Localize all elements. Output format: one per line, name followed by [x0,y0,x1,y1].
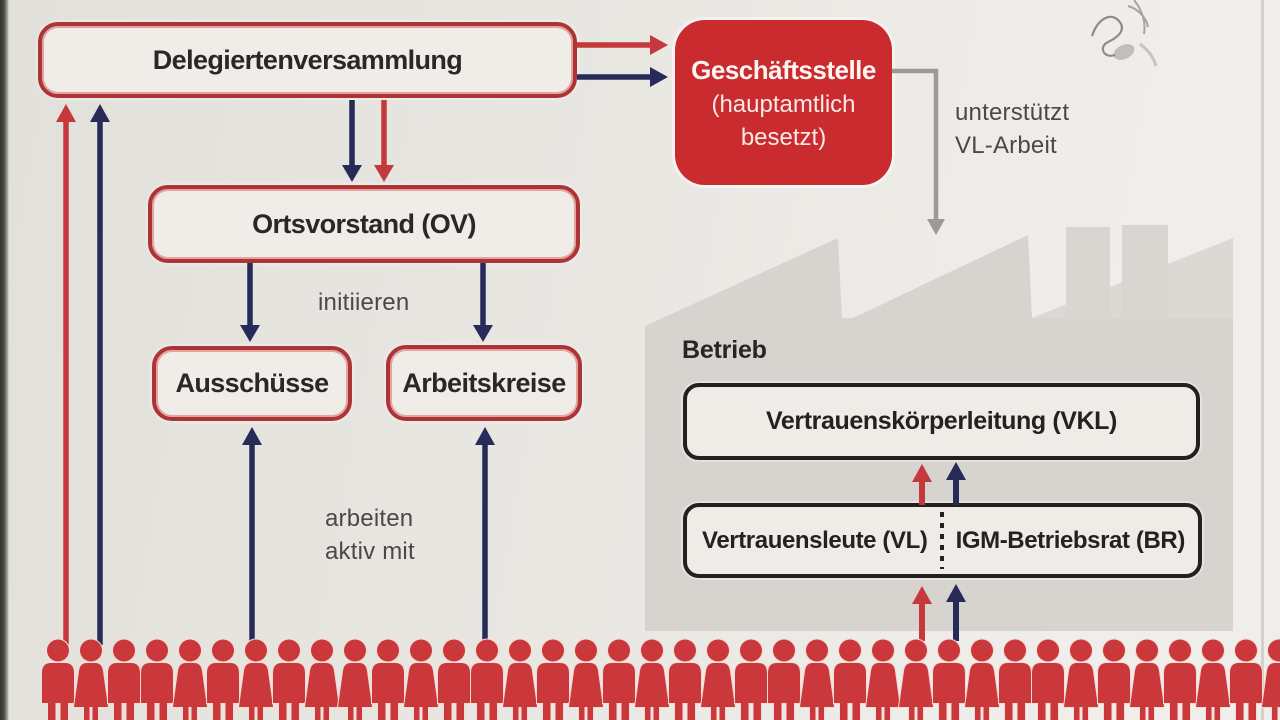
photo-right-band [1233,0,1280,720]
delegiertenversammlung-label: Delegiertenversammlung [152,44,463,75]
member-icon [238,638,274,720]
member-icon [107,638,141,720]
geschaeftsstelle-sub2: besetzt) [740,123,827,151]
factory-back-roof [1032,238,1233,318]
annotation-initiieren: initiieren [318,289,410,316]
geschaeftsstelle-sub1: (hauptamtlich [711,90,856,118]
member-icon [172,638,208,720]
member-icon [833,638,867,720]
photo-right-edge-line [1261,0,1264,720]
unterstuetzt-line2: VL-Arbeit [955,132,1057,159]
betrieb-label: Betrieb [682,336,767,364]
member-icon [1031,638,1065,720]
member-icon [1129,638,1165,720]
arbeiten-line2: aktiv mit [325,538,415,565]
arrow-delegierten-to-ortsvorstand-red [374,100,394,182]
arrow-ortsvorstand-to-ausschuesse [240,263,260,342]
member-icon [865,638,901,720]
arbeiten-line1: arbeiten [325,505,414,532]
vkl-box: Vertrauenskörperleitung (VKL) [683,383,1200,460]
arrow-members-to-vl-blue [946,584,966,641]
arrow-members-to-arbeitskreise [475,427,495,642]
arrow-delegierten-to-ortsvorstand-blue [342,100,362,182]
annotation-arbeiten: arbeiten aktiv mit [325,502,415,568]
member-icon [700,638,736,720]
geschaeftsstelle-box: Geschäftsstelle (hauptamtlich besetzt) [675,20,892,185]
arrow-geschaeftsstelle-to-betrieb-gray [892,68,945,235]
arrow-vl-to-vkl-blue [946,462,966,505]
member-icon [734,638,768,720]
factory-chimney-left [1066,227,1110,320]
member-icon [932,638,966,720]
ausschuesse-box: Ausschüsse [152,346,352,421]
member-icon [964,638,1000,720]
member-icon [536,638,570,720]
member-icon [437,638,471,720]
member-icon [337,638,373,720]
member-icon [767,638,801,720]
member-icon [668,638,702,720]
member-icon [1163,638,1197,720]
vl-cell: Vertrauensleute (VL) [687,507,943,574]
member-icon [371,638,405,720]
delegiertenversammlung-box: Delegiertenversammlung [38,22,577,98]
photo-left-edge [0,0,9,720]
arrow-delegierten-to-geschaeftsstelle-blue [577,67,668,87]
arrow-members-to-delegierten-blue [90,104,110,645]
arrow-ortsvorstand-to-arbeitskreise [473,263,493,342]
arrow-members-to-delegierten-red [56,104,76,645]
br-label: IGM-Betriebsrat (BR) [955,526,1186,554]
member-icon [41,638,75,720]
member-icon [470,638,504,720]
vl-br-divider [940,512,944,569]
ausschuesse-label: Ausschüsse [175,368,329,398]
member-icon [898,638,934,720]
member-icon [568,638,604,720]
arrow-members-to-vl-red [912,586,932,641]
br-cell: IGM-Betriebsrat (BR) [943,507,1199,574]
member-icon [73,638,109,720]
arrow-vl-to-vkl-red [912,464,932,505]
member-icon [272,638,306,720]
member-icon [1063,638,1099,720]
member-icon [799,638,835,720]
member-icon [1097,638,1131,720]
member-icon [403,638,439,720]
factory-chimney-right [1122,225,1168,320]
ortsvorstand-label: Ortsvorstand (OV) [252,208,476,239]
arbeitskreise-label: Arbeitskreise [402,367,566,398]
arbeitskreise-box: Arbeitskreise [386,345,582,421]
member-icon [1195,638,1231,720]
vkl-label: Vertrauenskörperleitung (VKL) [766,407,1117,435]
member-icon [140,638,174,720]
member-icon [634,638,670,720]
member-icon [502,638,538,720]
pen-scribble [1090,0,1158,67]
arrow-delegierten-to-geschaeftsstelle-red [577,35,668,55]
vl-br-box: Vertrauensleute (VL) IGM-Betriebsrat (BR… [683,503,1202,578]
arrow-members-to-ausschuesse [242,427,262,642]
member-icon [998,638,1032,720]
vl-label: Vertrauensleute (VL) [702,526,928,554]
ortsvorstand-box: Ortsvorstand (OV) [148,185,580,263]
member-icon [304,638,340,720]
unterstuetzt-line1: unterstützt [955,99,1070,126]
member-icon [602,638,636,720]
geschaeftsstelle-title: Geschäftsstelle [691,54,876,85]
member-icon [206,638,240,720]
